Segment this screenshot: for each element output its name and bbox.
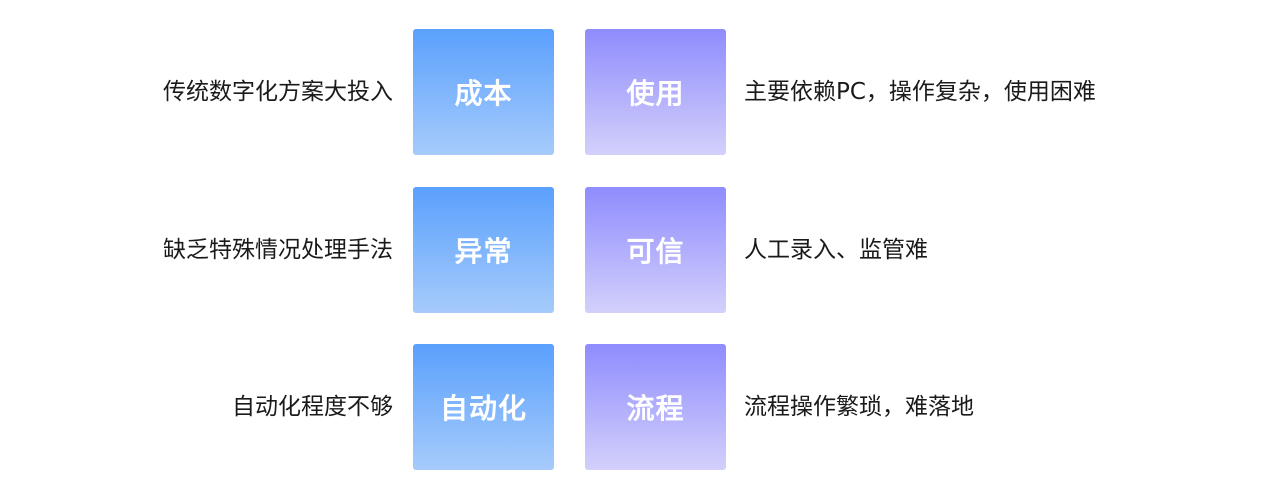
tile-exception: 异常 <box>413 187 554 313</box>
row-automation-process: 自动化程度不够 自动化 流程 流程操作繁琐，难落地 <box>0 344 1265 470</box>
tile-process: 流程 <box>585 344 726 470</box>
problem-text: 缺乏特殊情况处理手法 <box>163 237 393 263</box>
issue-text: 流程操作繁琐，难落地 <box>744 394 974 420</box>
problem-text: 传统数字化方案大投入 <box>163 79 393 105</box>
tile-automation: 自动化 <box>413 344 554 470</box>
tile-trust: 可信 <box>585 187 726 313</box>
tile-cost: 成本 <box>413 29 554 155</box>
row-cost-usage: 传统数字化方案大投入 成本 使用 主要依赖PC，操作复杂，使用困难 <box>0 29 1265 155</box>
issue-text: 主要依赖PC，操作复杂，使用困难 <box>744 79 1096 105</box>
tile-usage: 使用 <box>585 29 726 155</box>
issue-text: 人工录入、监管难 <box>744 237 928 263</box>
problem-text: 自动化程度不够 <box>232 394 393 420</box>
row-exception-trust: 缺乏特殊情况处理手法 异常 可信 人工录入、监管难 <box>0 187 1265 313</box>
